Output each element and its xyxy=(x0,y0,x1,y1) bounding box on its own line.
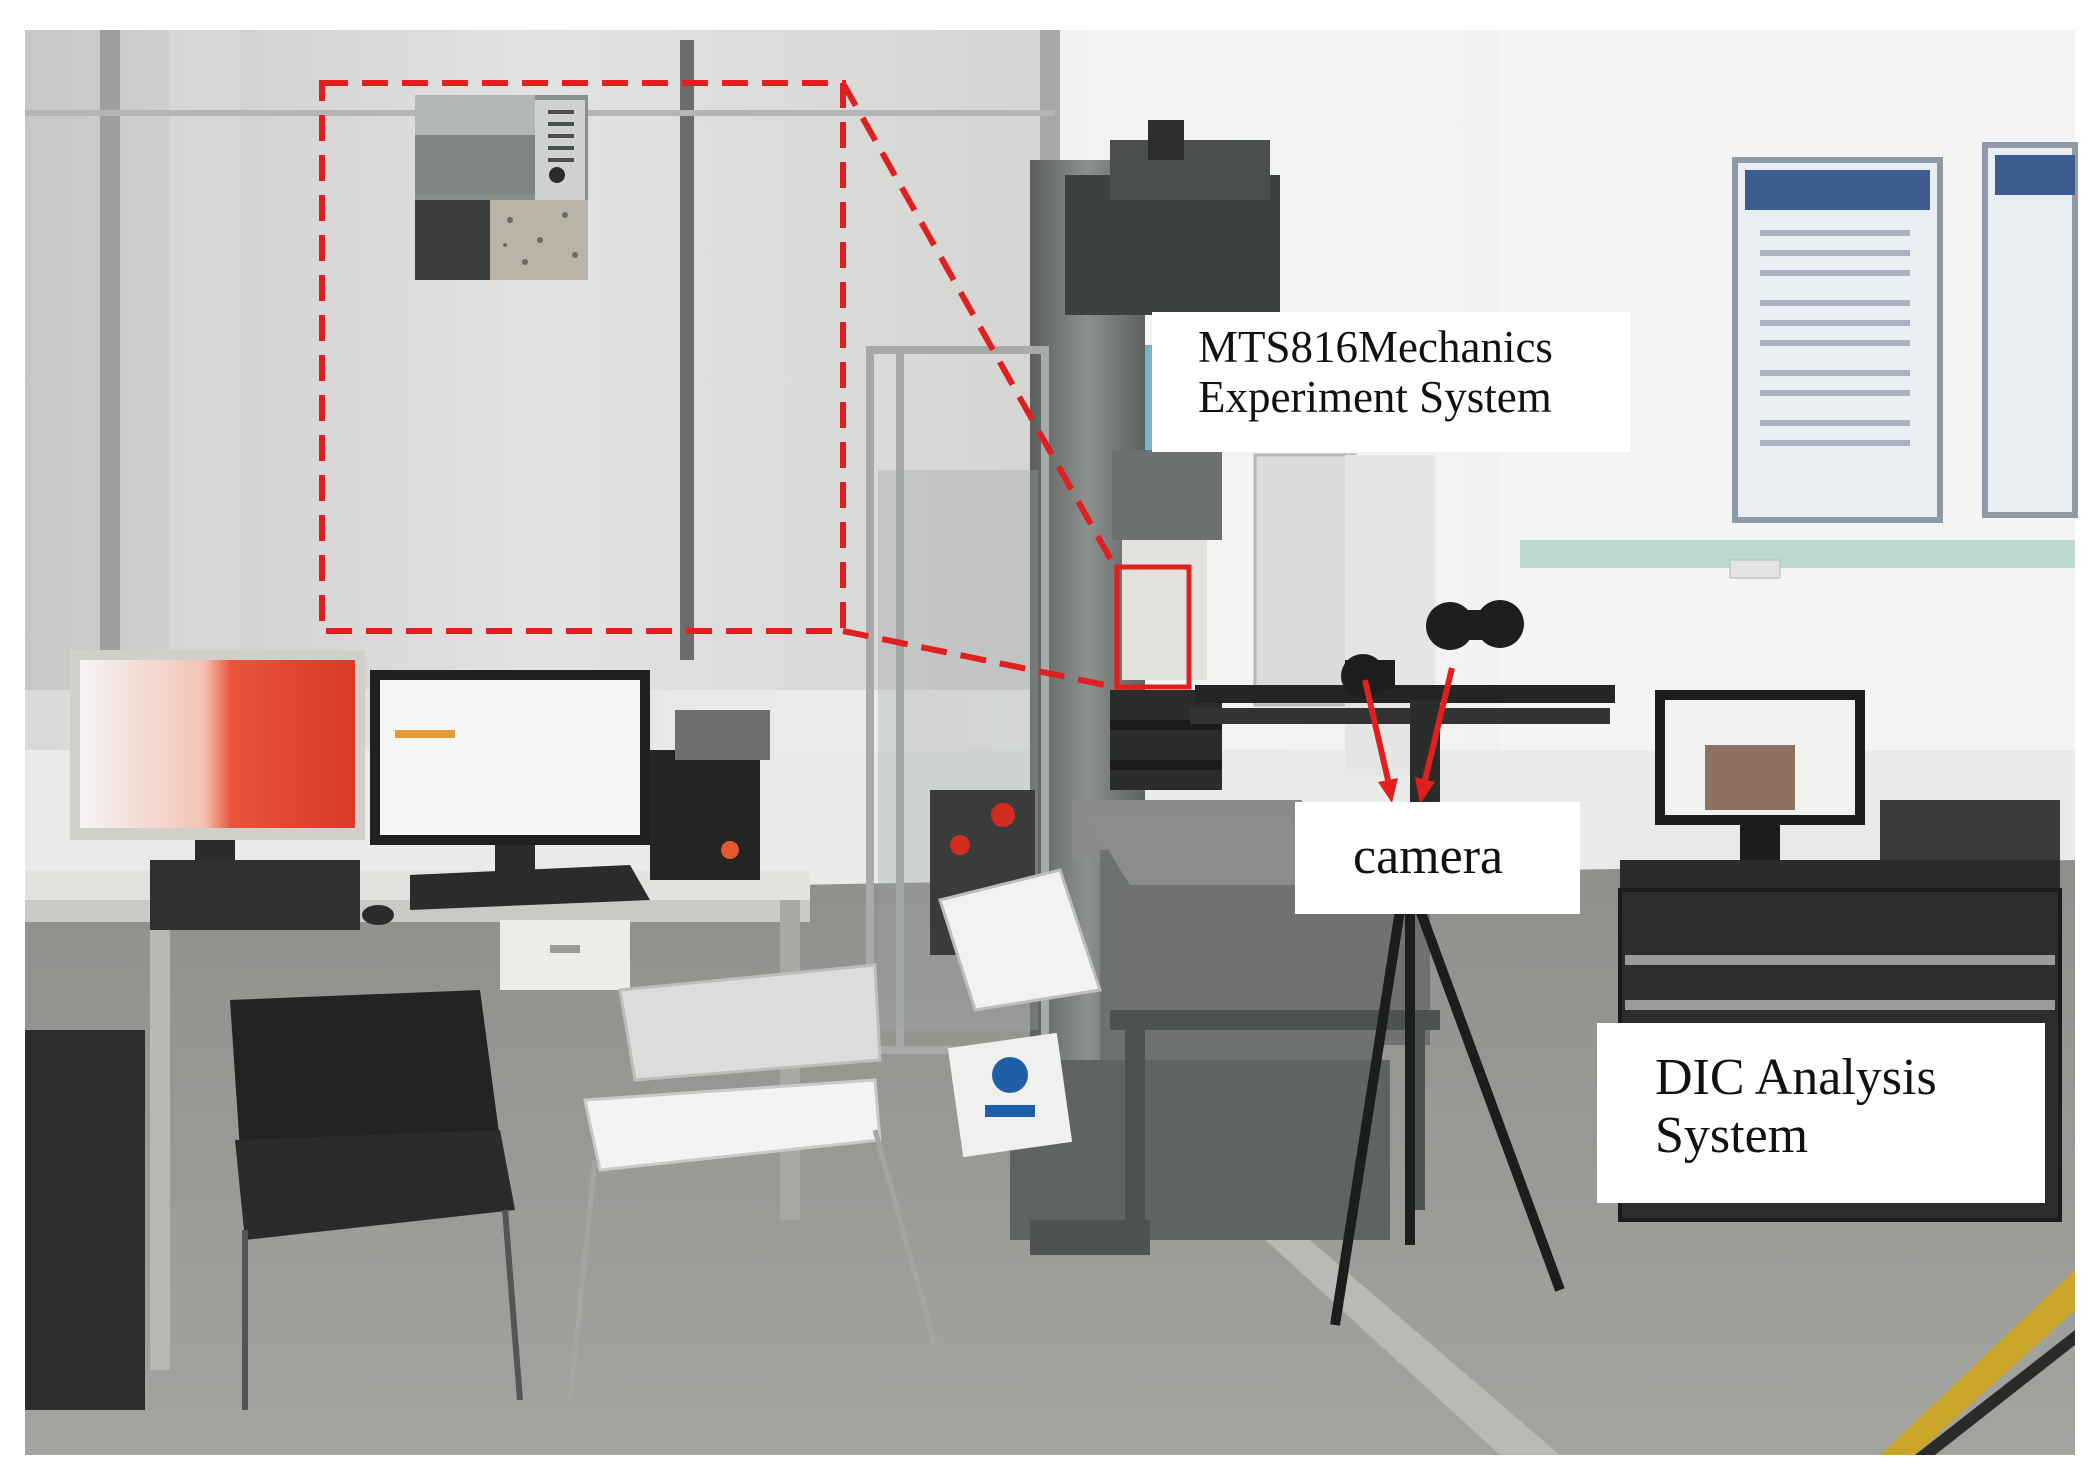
pc-tower xyxy=(650,710,770,880)
camera-arrowhead-left xyxy=(1378,778,1398,803)
white-chair xyxy=(567,963,938,1401)
camera-label-text: camera xyxy=(1353,828,1504,885)
monitor-middle xyxy=(370,670,650,875)
right-wall xyxy=(1500,30,2078,750)
camera-rig xyxy=(1195,600,1615,820)
window-curtains xyxy=(25,30,1060,690)
mts-label-line1: MTS816Mechanics xyxy=(1198,322,1553,372)
mts-system-label: MTS816Mechanics Experiment System xyxy=(1152,312,1630,452)
camera-arrow-left xyxy=(1362,679,1391,781)
zoom-callout-box xyxy=(319,80,846,634)
keyboard xyxy=(362,865,650,925)
monitor-left xyxy=(70,650,365,875)
back-cabinet xyxy=(1253,453,1357,707)
zoom-inset-image xyxy=(415,95,588,280)
specimen-highlight-box xyxy=(1114,564,1192,690)
camera-label: camera xyxy=(1295,802,1580,914)
floor-markings xyxy=(1200,1180,2075,1455)
black-chair xyxy=(230,990,523,1410)
camera-tripod xyxy=(1330,908,1565,1326)
camera-arrowhead-right xyxy=(1415,777,1435,804)
zoom-connector-bottom xyxy=(842,628,1116,690)
zoom-annotation xyxy=(319,80,1192,690)
mts-label-line2: Experiment System xyxy=(1198,372,1552,423)
camera-arrows xyxy=(1362,667,1455,804)
camera-arrow-right xyxy=(1422,667,1455,781)
desktop-unit xyxy=(150,860,360,930)
dic-label-line1: DIC Analysis xyxy=(1655,1049,1937,1106)
zoom-connector-top xyxy=(840,81,1118,569)
dic-label-line2: System xyxy=(1655,1107,1809,1165)
floor-sign xyxy=(938,868,1102,1158)
dic-system-label: DIC Analysis System xyxy=(1597,1023,2045,1203)
